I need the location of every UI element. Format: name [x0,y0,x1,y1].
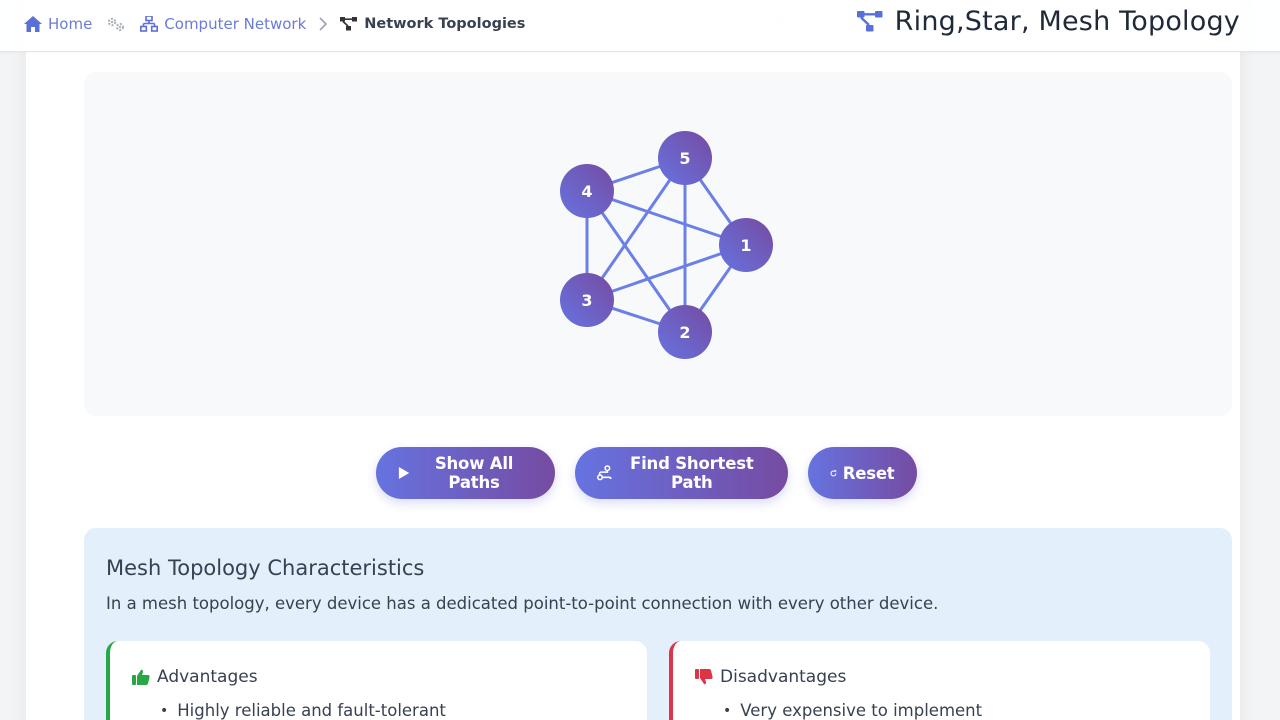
node-circle[interactable] [658,305,712,359]
node-label: 1 [740,236,751,255]
edge-2-4 [585,190,687,333]
node-label: 5 [679,149,690,168]
thumbs-up-icon [132,669,150,685]
node-5[interactable]: 5 [658,131,712,185]
breadcrumb-computer-network[interactable]: Computer Network [140,15,306,33]
characteristics-panel: Mesh Topology Characteristics In a mesh … [84,528,1232,720]
top-navigation-bar: Home Computer Network [0,0,1280,52]
disadvantages-heading: Disadvantages [695,667,846,687]
characteristics-description: In a mesh topology, every device has a d… [106,594,939,613]
list-item: Highly reliable and fault-tolerant [160,701,446,720]
edge-3-5 [585,157,687,301]
find-shortest-path-button[interactable]: Find Shortest Path [574,447,788,499]
node-circle[interactable] [560,273,614,327]
node-3[interactable]: 3 [560,273,614,327]
list-item: Very expensive to implement [723,701,982,720]
controls-bar: Show All Paths Find Shortest Path Reset [0,447,1280,499]
advantages-heading: Advantages [132,667,258,687]
advantages-label: Advantages [157,667,258,687]
reset-label: Reset [842,463,895,483]
node-label: 4 [581,182,592,201]
mesh-graph: 1 2 3 4 5 [560,131,773,359]
breadcrumb-computer-network-label: Computer Network [164,15,307,33]
node-2[interactable]: 2 [658,305,712,359]
breadcrumb-network-topologies-label: Network Topologies [364,16,526,32]
breadcrumb-home-label: Home [48,15,93,33]
show-all-paths-button[interactable]: Show All Paths [375,447,555,499]
edge-1-3 [586,243,747,302]
node-circle[interactable] [719,218,773,272]
route-icon [596,465,612,481]
topology-canvas[interactable]: 1 2 3 4 5 [84,72,1232,416]
node-4[interactable]: 4 [560,164,614,218]
breadcrumb-network-topologies: Network Topologies [340,16,525,32]
node-label: 3 [581,291,592,310]
page-card: 1 2 3 4 5 Mesh Topology Characteristics In a… [26,0,1240,720]
page-title: Ring,Star, Mesh Topology [856,6,1240,37]
chevron-right-icon [318,17,328,31]
sitemap-icon [140,16,159,32]
thumbs-down-icon [695,669,713,685]
breadcrumb: Home Computer Network [24,13,525,35]
advantages-card: Advantages Highly reliable and fault-tol… [106,641,647,720]
home-icon [24,16,42,32]
disadvantages-card: Disadvantages Very expensive to implemen… [669,641,1210,720]
reset-button[interactable]: Reset [807,447,917,499]
disadvantages-list: Very expensive to implement [723,701,982,720]
breadcrumb-home[interactable]: Home [24,15,92,33]
project-diagram-icon [856,10,883,31]
characteristics-title: Mesh Topology Characteristics [106,556,425,580]
show-all-paths-label: Show All Paths [434,454,514,492]
play-icon [398,466,409,480]
disadvantages-label: Disadvantages [720,667,847,687]
node-1[interactable]: 1 [719,218,773,272]
node-circle[interactable] [560,164,614,218]
advantages-list: Highly reliable and fault-tolerant [160,701,446,720]
node-circle[interactable] [658,131,712,185]
project-diagram-icon [340,17,358,31]
redo-icon [830,469,836,476]
edge-1-4 [586,189,747,247]
page-title-text: Ring,Star, Mesh Topology [894,6,1240,37]
gears-icon [106,16,126,32]
node-label: 2 [679,323,690,342]
find-shortest-path-label: Find Shortest Path [630,454,754,492]
